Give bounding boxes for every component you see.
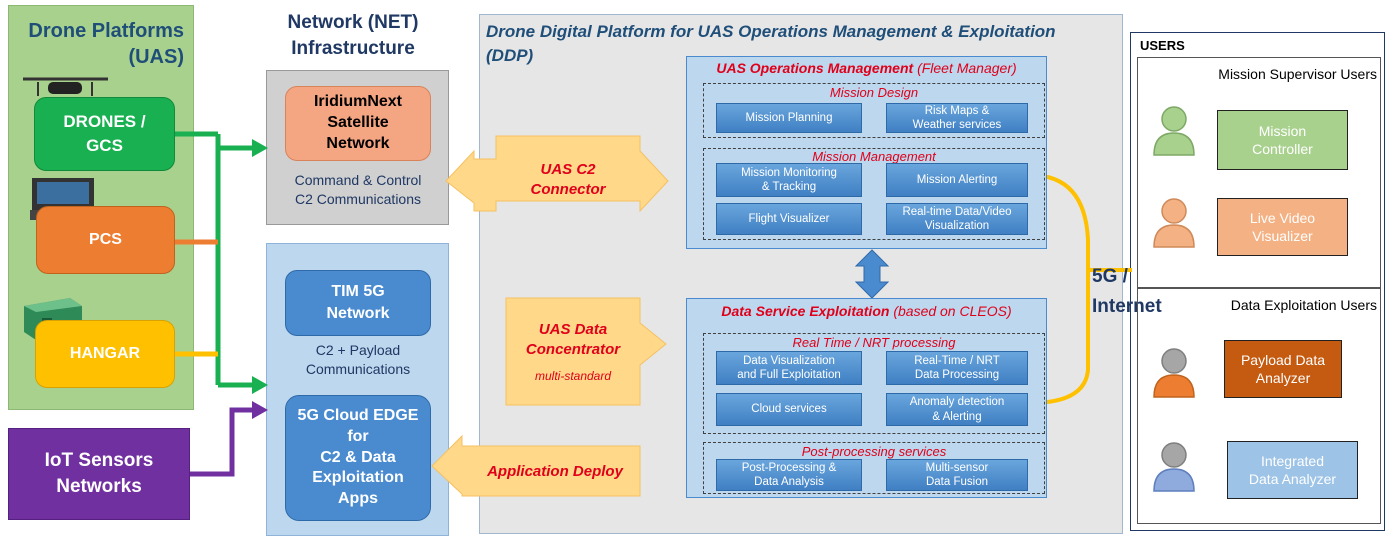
- user-avatar-icon: [1152, 105, 1196, 157]
- green-link: [174, 131, 255, 388]
- mission-design-label: Mission Design: [829, 84, 919, 100]
- hangar-box[interactable]: HANGAR: [35, 320, 175, 388]
- drone-platforms-title: Drone Platforms (UAS): [28, 20, 184, 68]
- mission-design-group: [703, 83, 1045, 138]
- multi-sensor-fusion-module[interactable]: Multi-sensor Data Fusion: [886, 459, 1028, 491]
- tim-caption: C2 + Payload Communications: [305, 342, 411, 377]
- multi-standard-label: multi-standard: [534, 369, 612, 383]
- uas-data-concentrator-label: UAS Data Concentrator: [525, 320, 621, 358]
- iridium-caption: Command & Control C2 Communications: [294, 172, 422, 207]
- data-exploitation-title: Data Service Exploitation (based on CLEO…: [686, 303, 1047, 319]
- realtime-data-processing-module[interactable]: Real-Time / NRT Data Processing: [886, 351, 1028, 385]
- data-title-suffix: (based on CLEOS): [893, 303, 1012, 319]
- data-title-main: Data Service Exploitation: [721, 303, 890, 319]
- mission-monitoring-module[interactable]: Mission Monitoring & Tracking: [716, 163, 862, 197]
- ops-title-main: UAS Operations Management: [716, 60, 914, 76]
- mission-planning-module[interactable]: Mission Planning: [716, 103, 862, 133]
- c2-connector-arrow: [445, 135, 669, 213]
- payload-data-analyzer-box[interactable]: Payload Data Analyzer: [1224, 340, 1342, 398]
- flight-visualizer-module[interactable]: Flight Visualizer: [716, 203, 862, 235]
- live-video-visualizer-box[interactable]: Live Video Visualizer: [1217, 198, 1348, 256]
- application-deploy-label: Application Deploy: [487, 462, 623, 480]
- realtime-processing-group: [703, 333, 1045, 434]
- ops-title-suffix: (Fleet Manager): [917, 60, 1017, 76]
- data-visualization-module[interactable]: Data Visualization and Full Exploitation: [716, 351, 862, 385]
- exploitation-users-label: Data Exploitation Users: [1230, 297, 1377, 313]
- users-title: USERS: [1140, 38, 1185, 53]
- supervisor-users-group: [1137, 57, 1381, 288]
- ops-data-link-arrow: [854, 249, 890, 299]
- supervisor-users-label: Mission Supervisor Users: [1218, 66, 1377, 82]
- mission-management-group: [703, 148, 1045, 240]
- uas-c2-connector-label: UAS C2 Connector: [530, 160, 606, 198]
- mission-management-label: Mission Management: [812, 148, 936, 164]
- post-processing-label: Post-processing services: [801, 443, 947, 459]
- pcs-box[interactable]: PCS: [36, 206, 175, 274]
- tim-5g-network-box[interactable]: TIM 5G Network: [285, 270, 431, 336]
- exploitation-users-group: [1137, 288, 1381, 524]
- drone-icon: [18, 74, 113, 102]
- ddp-title: Drone Digital Platform for UAS Operation…: [486, 22, 1056, 65]
- user-avatar-icon: [1152, 197, 1196, 249]
- integrated-data-analyzer-box[interactable]: Integrated Data Analyzer: [1227, 441, 1358, 499]
- ops-management-title: UAS Operations Management (Fleet Manager…: [686, 60, 1047, 76]
- cloud-services-module[interactable]: Cloud services: [716, 393, 862, 426]
- 5g-cloud-edge-box[interactable]: 5G Cloud EDGE for C2 & Data Exploitation…: [285, 395, 431, 521]
- realtime-processing-label: Real Time / NRT processing: [792, 334, 956, 350]
- data-concentrator-arrow: [505, 297, 667, 406]
- risk-maps-module[interactable]: Risk Maps & Weather services: [886, 103, 1028, 133]
- post-processing-group: [703, 442, 1045, 494]
- user-avatar-icon: [1152, 347, 1196, 399]
- network-title: Network (NET) Infrastructure: [287, 11, 419, 59]
- anomaly-detection-module[interactable]: Anomaly detection & Alerting: [886, 393, 1028, 426]
- post-processing-module[interactable]: Post-Processing & Data Analysis: [716, 459, 862, 491]
- iot-sensors-box[interactable]: IoT Sensors Networks: [8, 428, 190, 520]
- application-deploy-arrow: [431, 434, 641, 497]
- internet-label: 5G / Internet: [1092, 266, 1162, 318]
- iridium-network-box[interactable]: IridiumNext Satellite Network: [285, 86, 431, 161]
- drones-gcs-box[interactable]: DRONES / GCS: [34, 97, 175, 171]
- mission-alerting-module[interactable]: Mission Alerting: [886, 163, 1028, 197]
- user-avatar-icon: [1152, 441, 1196, 493]
- mission-controller-box[interactable]: Mission Controller: [1217, 110, 1348, 170]
- realtime-visualization-module[interactable]: Real-time Data/Video Visualization: [886, 203, 1028, 235]
